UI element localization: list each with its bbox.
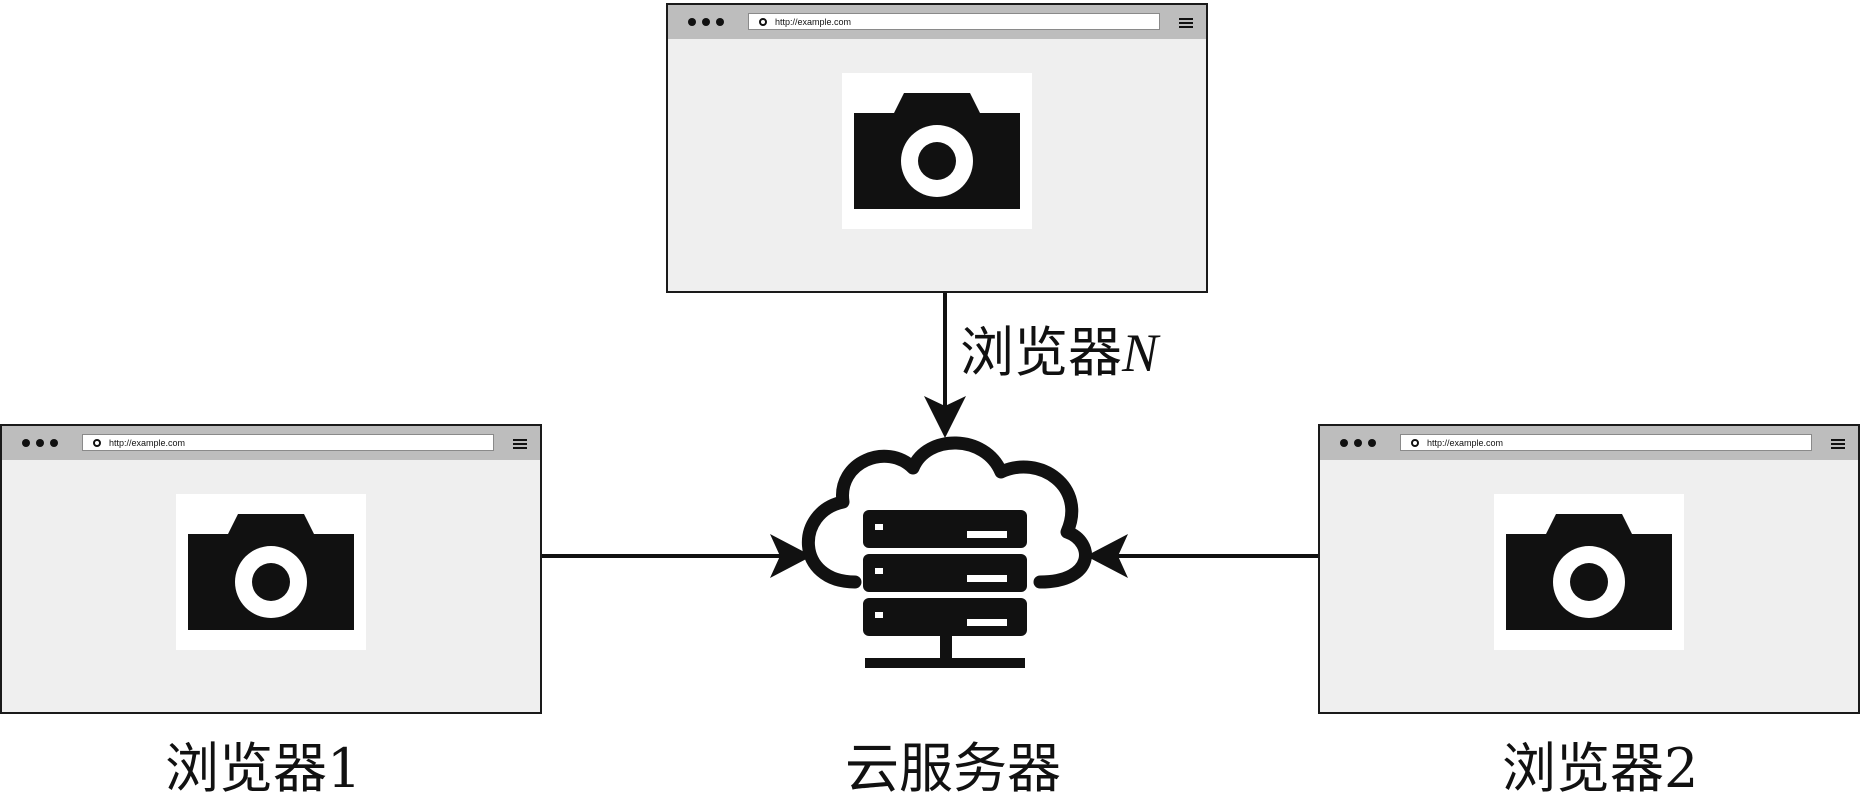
reload-icon	[759, 17, 767, 26]
browser-toolbar: http://example.com	[1320, 426, 1858, 460]
window-dot	[22, 439, 30, 447]
window-dot	[36, 439, 44, 447]
address-bar: http://example.com	[1400, 434, 1812, 451]
window-controls	[22, 439, 58, 447]
browser-label-top: 浏览器N	[960, 323, 1159, 383]
photo-placeholder	[842, 73, 1032, 229]
window-dot	[1354, 439, 1362, 447]
window-controls	[688, 18, 724, 26]
browser-toolbar: http://example.com	[668, 5, 1206, 39]
reload-icon	[93, 438, 101, 447]
photo-placeholder	[176, 494, 366, 650]
address-bar: http://example.com	[748, 13, 1160, 30]
arrow-top-to-server	[924, 293, 966, 438]
window-controls	[1340, 439, 1376, 447]
cloud-server-icon	[802, 436, 1092, 668]
window-dot	[702, 18, 710, 26]
browser-label-right: 浏览器2	[1502, 737, 1699, 800]
camera-icon	[854, 93, 1020, 209]
hamburger-menu-icon	[1179, 18, 1193, 28]
address-bar: http://example.com	[82, 434, 494, 451]
url-text: http://example.com	[109, 437, 186, 448]
server-label: 云服务器	[845, 737, 1061, 800]
browser-label-left: 浏览器1	[165, 737, 362, 800]
browser-window-top: http://example.com	[666, 3, 1208, 293]
window-dot	[50, 439, 58, 447]
window-dot	[1368, 439, 1376, 447]
camera-icon	[1506, 514, 1672, 630]
browser-window-right: http://example.com	[1318, 424, 1860, 714]
hamburger-menu-icon	[513, 439, 527, 449]
window-dot	[716, 18, 724, 26]
window-dot	[688, 18, 696, 26]
window-dot	[1340, 439, 1348, 447]
hamburger-menu-icon	[1831, 439, 1845, 449]
reload-icon	[1411, 438, 1419, 447]
arrow-right-to-server	[1086, 534, 1318, 578]
camera-icon	[188, 514, 354, 630]
browser-label-top-text: 浏览器	[960, 321, 1122, 384]
server-rack	[863, 510, 1027, 636]
browser-window-left: http://example.com	[0, 424, 542, 714]
browser-toolbar: http://example.com	[2, 426, 540, 460]
browser-label-top-n: N	[1122, 323, 1159, 383]
url-text: http://example.com	[1427, 437, 1504, 448]
photo-placeholder	[1494, 494, 1684, 650]
url-text: http://example.com	[775, 16, 852, 27]
arrow-left-to-server	[542, 534, 812, 578]
